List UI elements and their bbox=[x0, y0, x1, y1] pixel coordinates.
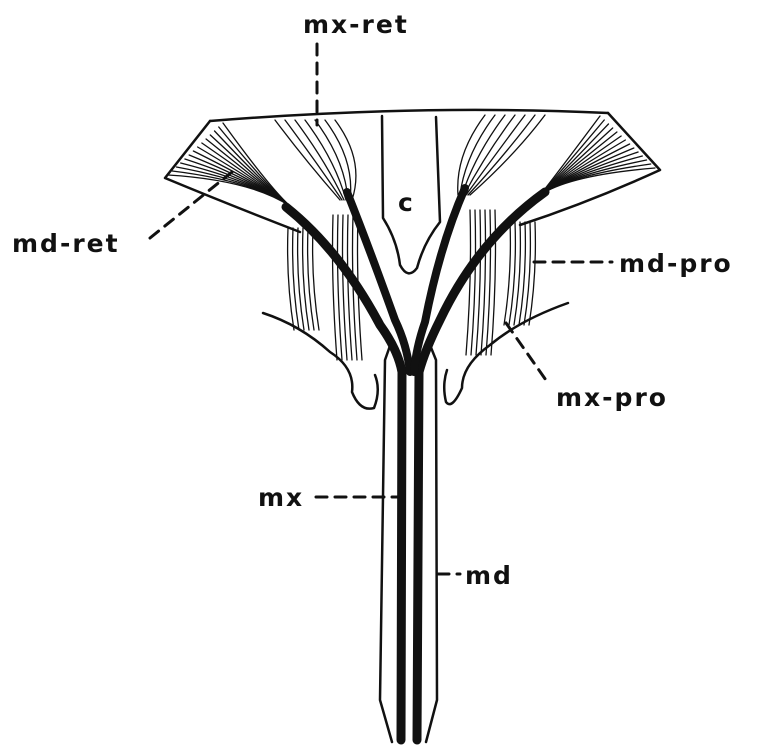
mx-pro-fibre bbox=[481, 210, 486, 355]
md-ret-fibre bbox=[540, 120, 604, 195]
md-ret-fibre bbox=[540, 116, 600, 195]
mx-pro-fibre bbox=[466, 210, 471, 355]
label-md-ret: md-ret bbox=[12, 231, 120, 256]
mx-pro-fibre bbox=[486, 210, 491, 355]
mx-pro-fibre bbox=[471, 210, 476, 355]
mx-pro-fibre bbox=[348, 215, 353, 360]
mx-pro-fibre bbox=[476, 210, 481, 355]
label-mx-ret: mx-ret bbox=[303, 12, 409, 37]
right-flange bbox=[444, 303, 568, 404]
mx-pro-fibre bbox=[333, 215, 338, 360]
capsule-rim-top bbox=[210, 110, 608, 121]
leader-mx-pro bbox=[506, 323, 548, 383]
mx-ret-fibre bbox=[466, 115, 525, 195]
label-md: md bbox=[465, 563, 513, 588]
mx-ret-fibre bbox=[295, 120, 344, 200]
mx-pro-fibre bbox=[338, 215, 343, 360]
stylet-outer-left bbox=[380, 340, 392, 742]
label-c: c bbox=[398, 190, 415, 215]
stylet-outer-right bbox=[426, 340, 437, 742]
label-mx-pro: mx-pro bbox=[556, 385, 668, 410]
label-mx: mx bbox=[258, 485, 304, 510]
md-ret-fibre bbox=[210, 135, 290, 206]
md-pro-fibre bbox=[313, 228, 319, 330]
leader-md-ret bbox=[150, 172, 232, 238]
mx-ret-fibre bbox=[305, 120, 346, 200]
mx-ret-fibre bbox=[468, 115, 535, 195]
md-pro-fibre bbox=[504, 222, 510, 325]
mx-pro-fibre bbox=[343, 215, 348, 360]
mx-ret-fibre bbox=[470, 115, 545, 195]
label-md-pro: md-pro bbox=[619, 251, 733, 276]
left-flange bbox=[263, 313, 378, 409]
